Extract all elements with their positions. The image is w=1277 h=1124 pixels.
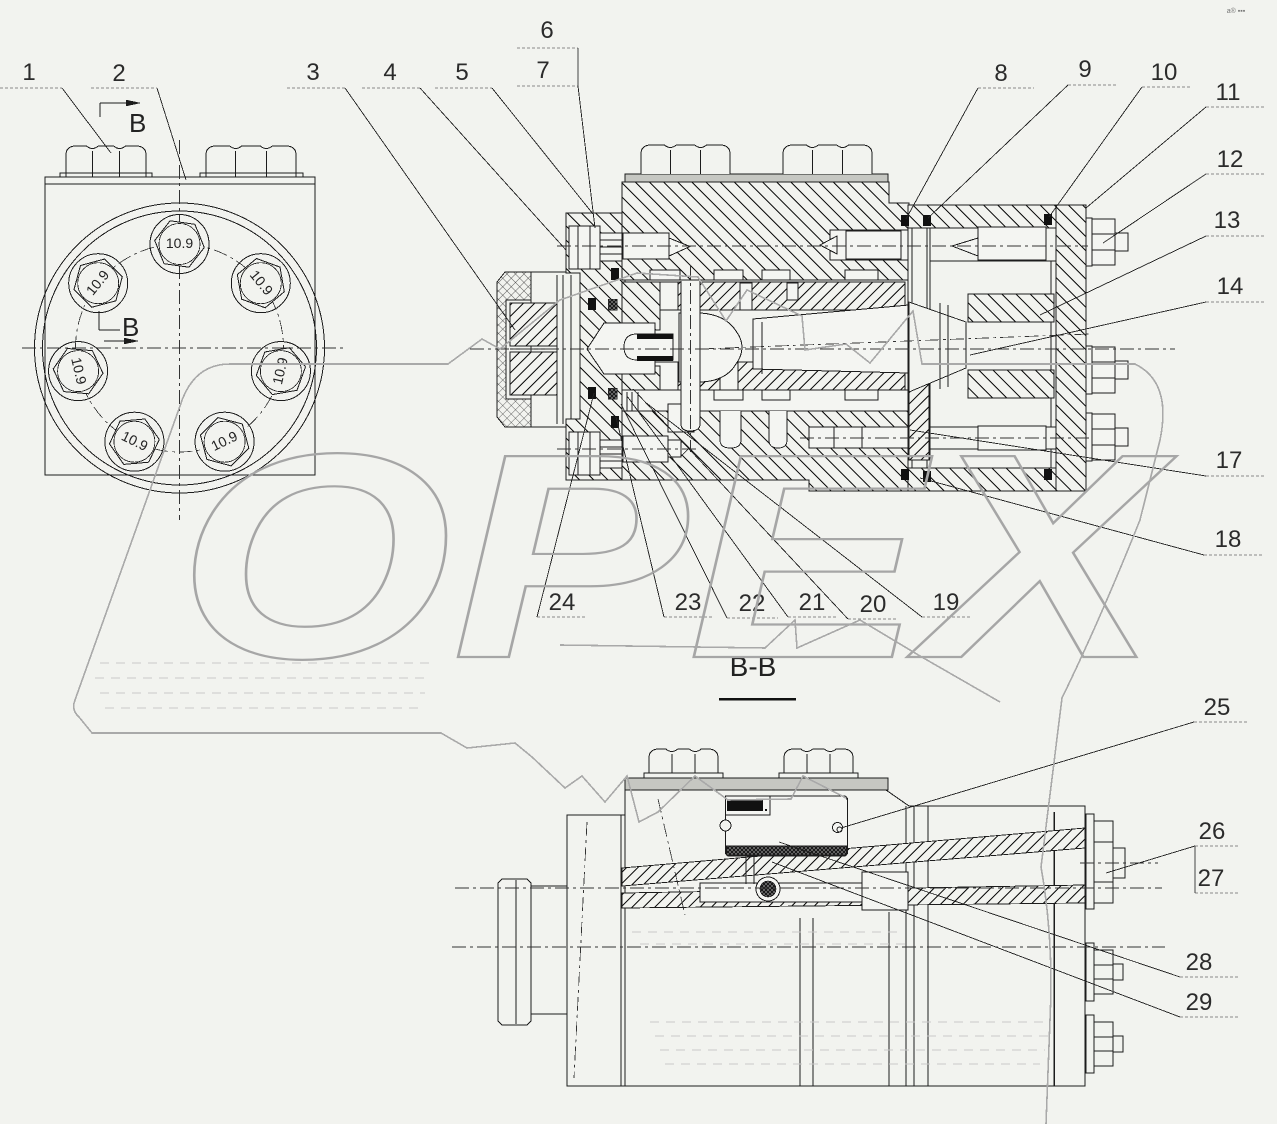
svg-text:B: B: [129, 108, 146, 138]
svg-text:26: 26: [1199, 818, 1226, 845]
svg-text:6: 6: [540, 17, 553, 44]
svg-text:25: 25: [1204, 694, 1231, 721]
svg-text:B: B: [122, 312, 139, 342]
svg-text:12: 12: [1217, 146, 1244, 173]
svg-text:9: 9: [1078, 56, 1091, 83]
svg-text:OPEX: OPEX: [177, 393, 1177, 719]
svg-text:10.9: 10.9: [269, 356, 291, 386]
svg-text:22: 22: [739, 590, 766, 617]
svg-text:28: 28: [1186, 949, 1213, 976]
svg-text:B-B: B-B: [730, 651, 777, 682]
svg-text:1: 1: [22, 59, 35, 86]
svg-text:5: 5: [455, 59, 468, 86]
svg-text:20: 20: [860, 591, 887, 618]
svg-text:13: 13: [1214, 207, 1241, 234]
svg-text:11: 11: [1216, 79, 1241, 106]
svg-text:8: 8: [994, 60, 1007, 87]
svg-text:10: 10: [1151, 59, 1178, 86]
svg-text:29: 29: [1186, 989, 1213, 1016]
svg-text:14: 14: [1217, 273, 1244, 300]
svg-text:a® ▪▪▪: a® ▪▪▪: [1227, 7, 1246, 15]
svg-text:10.9: 10.9: [166, 235, 193, 251]
svg-text:27: 27: [1198, 865, 1225, 892]
svg-text:21: 21: [799, 589, 826, 616]
svg-text:3: 3: [306, 59, 319, 86]
svg-text:19: 19: [933, 589, 960, 616]
svg-text:24: 24: [549, 589, 576, 616]
svg-text:23: 23: [675, 589, 702, 616]
svg-text:2: 2: [112, 60, 125, 87]
svg-text:17: 17: [1216, 447, 1243, 474]
svg-text:7: 7: [536, 57, 549, 84]
svg-text:18: 18: [1215, 526, 1242, 553]
svg-text:4: 4: [383, 59, 396, 86]
svg-text:10.9: 10.9: [68, 356, 90, 386]
